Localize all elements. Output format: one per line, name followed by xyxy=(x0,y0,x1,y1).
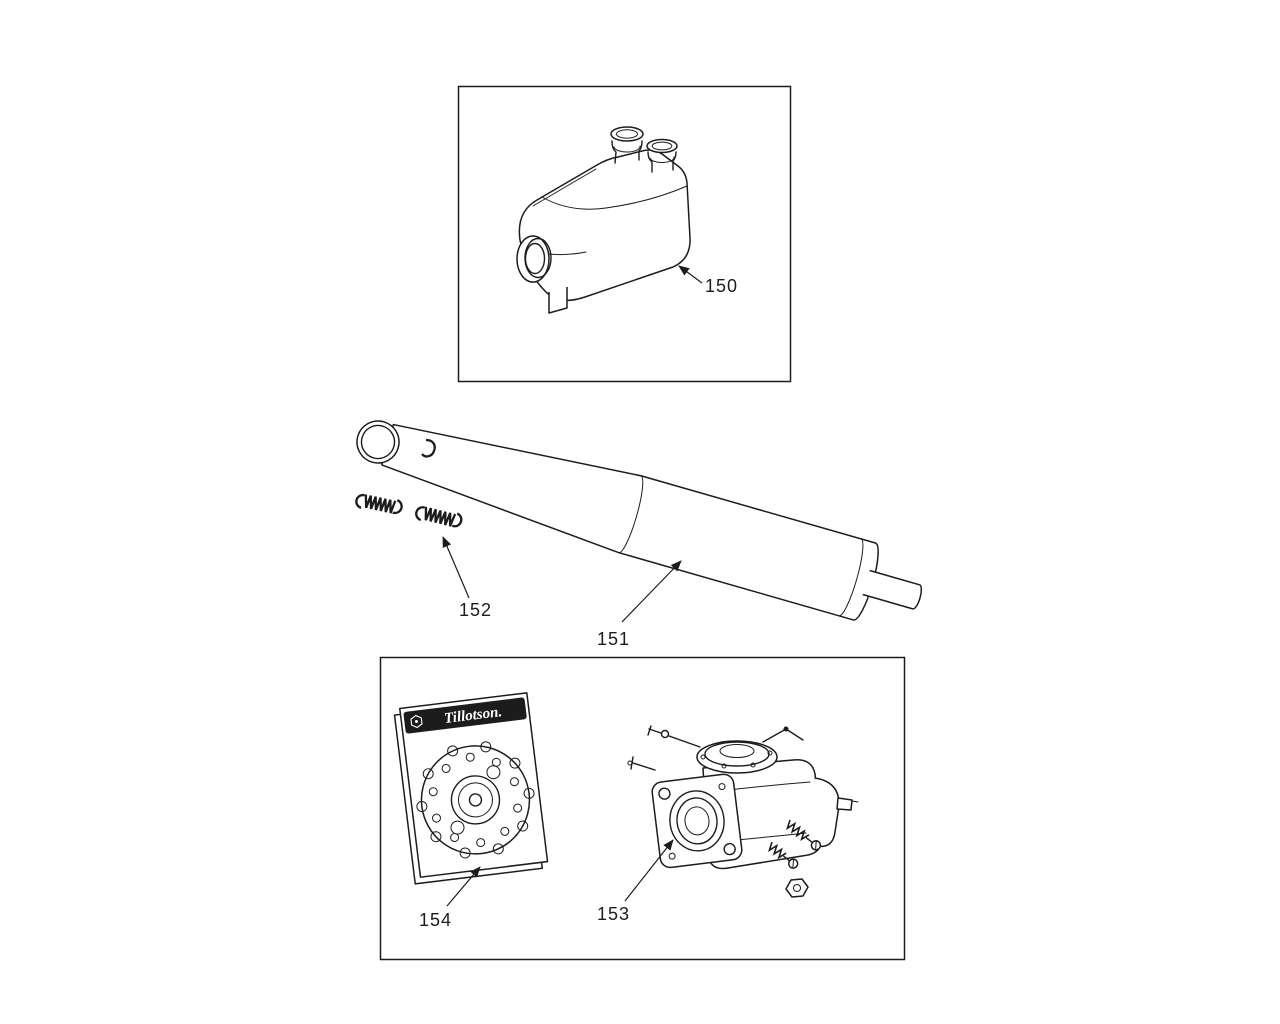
pipe-body xyxy=(381,423,879,621)
exhaust-spring-2 xyxy=(415,506,463,528)
mounting-flange xyxy=(651,773,743,869)
gasket-edge-scallops xyxy=(416,741,535,859)
gasket-port-hole xyxy=(450,820,465,835)
flange-bolt-hole xyxy=(658,787,671,800)
fuel-outlet-stub xyxy=(851,800,859,803)
pipe-stinger xyxy=(862,569,923,610)
pipe-inlet-ring xyxy=(360,424,396,460)
fuel-outlet-stub xyxy=(836,797,853,811)
carburetor-illustration xyxy=(627,725,859,898)
outlet-spigot xyxy=(516,235,552,283)
intake-trumpet-2 xyxy=(646,138,678,173)
muffler-panel-frame xyxy=(457,85,792,383)
idle-screw-spring-1 xyxy=(786,819,822,851)
callout-150-label: 150 xyxy=(705,276,738,296)
carb-nut xyxy=(785,878,809,898)
gasket-disc xyxy=(416,741,535,859)
tuned-exhaust-pipe-illustration xyxy=(356,420,923,621)
gasket-port-hole xyxy=(486,765,501,780)
throttle-linkage xyxy=(762,726,804,743)
tillotson-hex-logo xyxy=(410,714,423,729)
fuel-pump-section xyxy=(814,777,840,848)
pump-cover-dome xyxy=(696,740,778,774)
callout-153-label: 153 xyxy=(597,904,630,924)
flange-bolt-hole xyxy=(723,842,736,856)
exhaust-spring-1 xyxy=(355,493,403,515)
muffler-contour-line xyxy=(541,185,688,210)
idle-screw-spring-2 xyxy=(768,841,799,869)
callout-153-arrow xyxy=(624,839,674,902)
mounting-tab xyxy=(548,287,568,314)
pipe-spring-hook xyxy=(421,438,436,458)
callout-151-label: 151 xyxy=(597,629,630,649)
brand-band xyxy=(403,697,527,734)
gasket-inner-ring xyxy=(450,775,501,825)
venturi-bore xyxy=(669,790,725,852)
pipe-inlet-ring xyxy=(356,420,400,464)
gasket-kit-illustration: Tillotson. xyxy=(393,692,549,885)
fuel-inlet-fitting xyxy=(647,725,701,748)
pipe-weld-seam xyxy=(838,538,864,617)
airbox-muffler-illustration xyxy=(516,126,691,314)
callout-152-arrow xyxy=(442,536,470,599)
pipe-weld-seam xyxy=(618,475,644,554)
pulse-fitting xyxy=(627,756,656,771)
gasket-center-hole xyxy=(468,793,483,807)
callout-150-arrow xyxy=(678,265,703,284)
muffler-body xyxy=(518,149,691,302)
callout-154-arrow xyxy=(446,866,481,907)
callout-154-label: 154 xyxy=(419,910,452,930)
muffler-contour-line xyxy=(532,168,597,207)
callout-152-label: 152 xyxy=(459,600,492,620)
intake-trumpet-1 xyxy=(610,126,644,164)
gasket-inner-ring xyxy=(457,782,493,818)
brand-text: Tillotson. xyxy=(443,704,503,727)
callout-151-arrow xyxy=(621,560,682,623)
carburetor-panel-frame xyxy=(379,656,906,961)
